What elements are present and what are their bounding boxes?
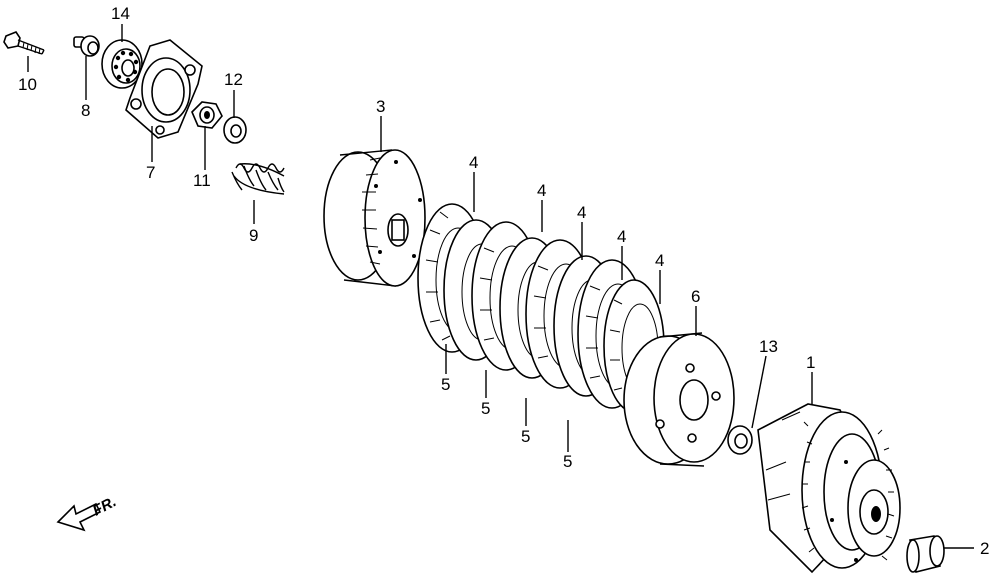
callout-9: 9: [249, 226, 258, 245]
callout-2: 2: [980, 539, 989, 558]
callout-12: 12: [224, 70, 243, 89]
part-washer: [223, 116, 247, 144]
callout-7: 7: [146, 163, 155, 182]
callout-5-c: 5: [521, 427, 530, 446]
callout-10: 10: [18, 75, 37, 94]
part-clutch-center: [323, 149, 426, 287]
callout-labels: 10 8 14 7 11 12 9 3 4 4 4 4 4 6 13 1 5 5…: [18, 4, 989, 558]
part-bolt: [3, 31, 45, 55]
callout-3: 3: [376, 97, 385, 116]
part-clutch-outer: [757, 403, 901, 574]
callout-1: 1: [806, 353, 815, 372]
part-dowel-pin: [73, 35, 100, 57]
callout-5-d: 5: [563, 452, 572, 471]
part-collar: [906, 535, 945, 573]
part-bearing: [101, 39, 143, 89]
callout-4-c: 4: [577, 203, 586, 222]
part-thrust-washer: [727, 425, 753, 455]
part-pressure-plate: [623, 332, 735, 467]
front-direction-indicator: FR.: [56, 493, 119, 532]
part-lifter-plate: [125, 39, 203, 139]
clutch-disc-stack: [417, 203, 665, 413]
callout-11: 11: [193, 171, 211, 190]
leader-lines: [27, 24, 974, 549]
callout-5-b: 5: [481, 399, 490, 418]
callout-14: 14: [111, 4, 130, 23]
part-clutch-spring: [231, 163, 285, 195]
front-arrow-icon: [56, 502, 102, 532]
part-nut: [191, 101, 223, 129]
callout-6: 6: [691, 287, 700, 306]
callout-4-e: 4: [655, 251, 664, 270]
callout-4-a: 4: [469, 153, 478, 172]
callout-5-a: 5: [441, 375, 450, 394]
callout-13: 13: [759, 337, 778, 356]
callout-4-b: 4: [537, 181, 546, 200]
callout-4-d: 4: [617, 227, 626, 246]
callout-8: 8: [81, 101, 90, 120]
